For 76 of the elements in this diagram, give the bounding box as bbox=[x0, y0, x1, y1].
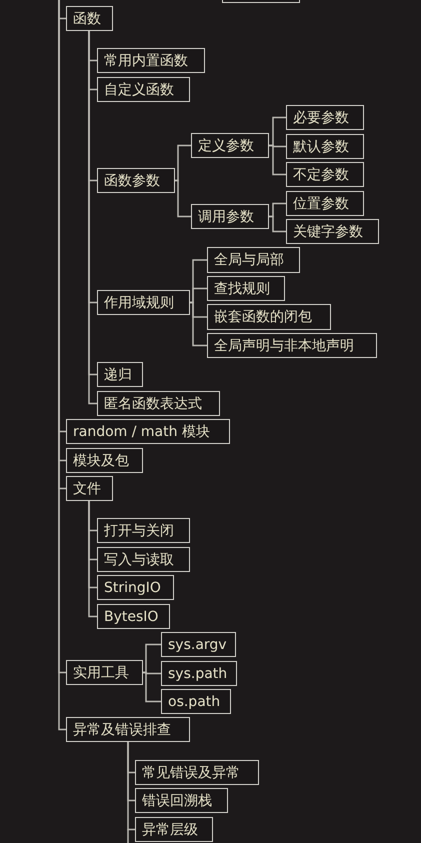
connector-line bbox=[269, 216, 286, 232]
topic-box bbox=[97, 362, 143, 387]
topic-label: 必要参数 bbox=[293, 108, 349, 126]
topic-box bbox=[135, 788, 228, 813]
topic-label: 写入与读取 bbox=[104, 550, 174, 568]
topic-box bbox=[286, 191, 364, 216]
topic-label: 函数参数 bbox=[104, 172, 160, 190]
connector-line bbox=[88, 501, 97, 618]
topic-box bbox=[66, 717, 190, 742]
topic-label: 实用工具 bbox=[73, 664, 129, 682]
topic-box bbox=[97, 290, 190, 315]
topic-label: 定义参数 bbox=[198, 136, 254, 154]
topic-box bbox=[66, 448, 143, 473]
connector-line bbox=[190, 288, 207, 304]
topic-box bbox=[66, 419, 230, 444]
topic-label: 关键字参数 bbox=[293, 222, 363, 240]
topic-label: 模块及包 bbox=[73, 452, 129, 470]
topic-box bbox=[66, 476, 113, 501]
topic-box bbox=[286, 105, 364, 130]
topic-box bbox=[191, 133, 269, 158]
topic-label: 打开与关闭 bbox=[104, 522, 174, 540]
topic-label: 不定参数 bbox=[293, 166, 349, 184]
topic-box bbox=[97, 77, 190, 102]
topic-box bbox=[135, 817, 213, 842]
topic-box bbox=[207, 276, 285, 301]
topic-label: sys.path bbox=[168, 666, 228, 682]
topic-box bbox=[66, 660, 143, 685]
topic-label: 递归 bbox=[104, 366, 132, 384]
topic-label: 匿名函数表达式 bbox=[104, 394, 202, 412]
topic-label: 异常层级 bbox=[142, 820, 198, 838]
topic-box bbox=[207, 333, 377, 358]
topic-label: sys.argv bbox=[168, 636, 227, 652]
topic-label: StringIO bbox=[104, 580, 161, 596]
connector-line bbox=[143, 672, 161, 702]
topic-label: 全局与局部 bbox=[214, 251, 284, 269]
topic-box bbox=[97, 48, 205, 73]
topic-label: 常见错误及异常 bbox=[142, 764, 240, 782]
topic-box bbox=[286, 162, 364, 187]
connector-line bbox=[269, 144, 286, 176]
topic-label: BytesIO bbox=[104, 608, 158, 624]
topic-label: 默认参数 bbox=[293, 138, 349, 156]
topic-label: 函数 bbox=[73, 10, 101, 28]
topic-label: 文件 bbox=[73, 480, 101, 498]
topic-box bbox=[135, 760, 259, 785]
topic-box bbox=[161, 661, 237, 686]
topic-box bbox=[97, 604, 170, 629]
topic-box bbox=[97, 518, 190, 543]
topic-box bbox=[161, 689, 231, 714]
topic-label: 全局声明与非本地声明 bbox=[214, 336, 354, 354]
topic-box bbox=[207, 247, 300, 273]
topic-label: 错误回溯栈 bbox=[142, 792, 212, 810]
topic-box bbox=[97, 547, 190, 572]
topic-box bbox=[286, 219, 379, 244]
topic-box bbox=[97, 168, 175, 193]
topic-label: 位置参数 bbox=[293, 194, 349, 212]
topic-label: 异常及错误排查 bbox=[73, 720, 171, 738]
topic-label: 常用内置函数 bbox=[104, 52, 188, 70]
topic-label: 自定义函数 bbox=[104, 80, 174, 98]
connector-line bbox=[143, 644, 161, 674]
topic-box bbox=[286, 134, 364, 159]
connector-line bbox=[127, 742, 135, 830]
topic-box bbox=[191, 204, 269, 229]
connector-line bbox=[190, 302, 207, 346]
topic-label: os.path bbox=[168, 694, 220, 710]
topic-label: 调用参数 bbox=[198, 208, 254, 226]
topic-box bbox=[97, 391, 220, 416]
topic-box bbox=[97, 575, 174, 600]
topic-box bbox=[161, 632, 236, 657]
topic-label: 查找规则 bbox=[214, 280, 270, 298]
topic-box bbox=[66, 6, 113, 31]
connector-line bbox=[175, 180, 191, 218]
topic-label: 嵌套函数的闭包 bbox=[214, 308, 312, 326]
topic-label: random / math 模块 bbox=[73, 422, 210, 440]
topic-label: 作用域规则 bbox=[104, 294, 174, 312]
connector-line bbox=[175, 144, 191, 182]
topic-box bbox=[207, 304, 331, 330]
